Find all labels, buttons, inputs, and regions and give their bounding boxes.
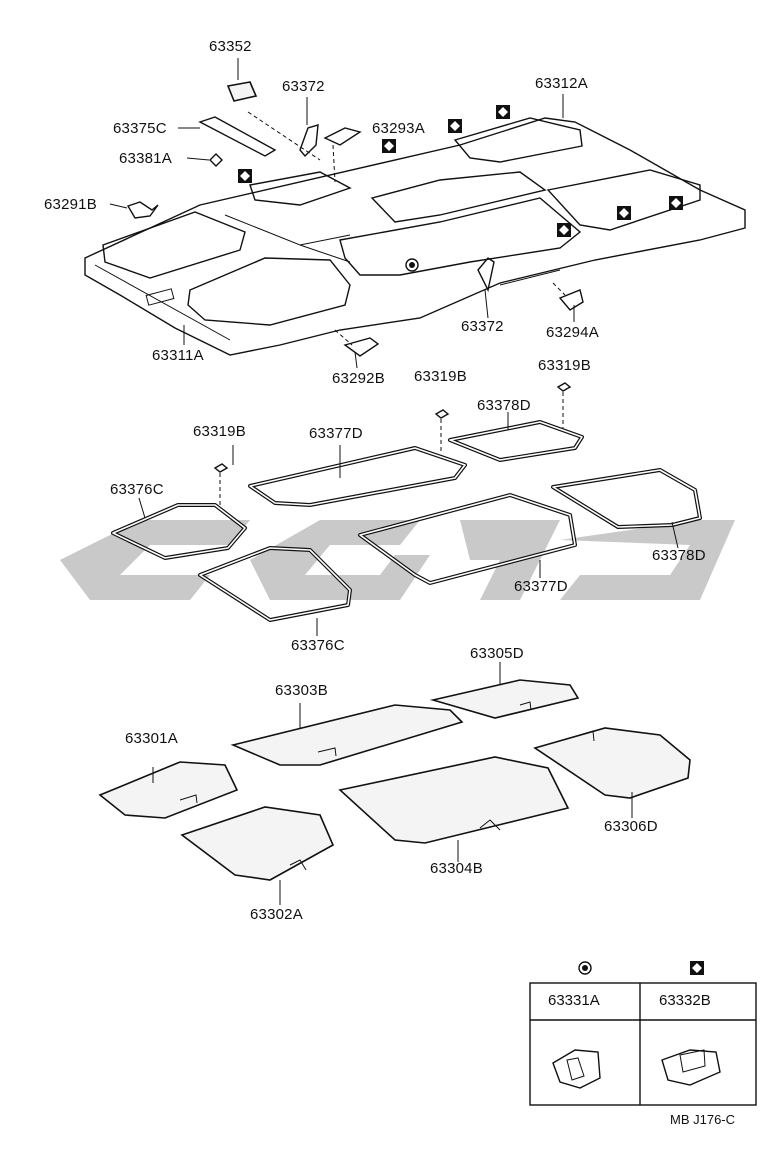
headliner-63311A [84,117,746,356]
label-63378D-b: 63378D [652,547,706,564]
label-63377D-a: 63377D [309,425,363,442]
label-63304B: 63304B [430,860,483,877]
label-63303B: 63303B [275,682,328,699]
legend-part-63332B: 63332B [659,992,711,1009]
legend-table-lines [529,961,757,1106]
clips-63319B [213,382,572,508]
watermark-logo [60,520,735,600]
label-63302A: 63302A [250,906,303,923]
label-63376C-b: 63376C [291,637,345,654]
label-63381A: 63381A [119,150,172,167]
diamond-square-icon [690,961,704,975]
leader-lines [109,58,679,905]
label-63292B: 63292B [332,370,385,387]
label-63293A: 63293A [372,120,425,137]
label-63312A: 63312A [535,75,588,92]
label-63305D: 63305D [470,645,524,662]
label-63375C: 63375C [113,120,167,137]
label-63306D: 63306D [604,818,658,835]
label-63319B-a: 63319B [414,368,467,385]
legend-part-63331A: 63331A [548,992,600,1009]
small-parts [126,81,584,357]
label-63372-top: 63372 [282,78,325,95]
label-63291B: 63291B [44,196,97,213]
label-63311A: 63311A [152,347,204,364]
label-63372-mid: 63372 [461,318,504,335]
label-63319B-b: 63319B [538,357,591,374]
weatherstrips [111,420,702,622]
label-63376C-a: 63376C [110,481,164,498]
label-63377D-b: 63377D [514,578,568,595]
label-63294A: 63294A [546,324,599,341]
label-63378D-a: 63378D [477,397,531,414]
diagram-code: MB J176-C [670,1112,736,1127]
roof-panels [98,679,691,881]
label-63301A: 63301A [125,730,178,747]
label-63319B-c: 63319B [193,423,246,440]
diamond-markers [238,105,683,237]
label-63352: 63352 [209,38,252,55]
